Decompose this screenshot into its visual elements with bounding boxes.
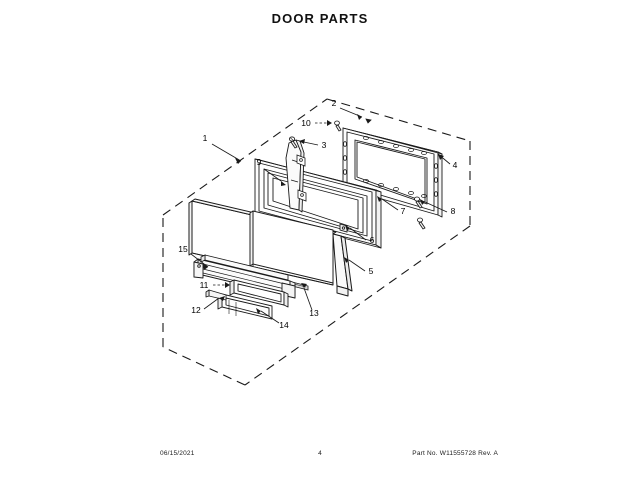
footer-page-number: 4 — [318, 450, 322, 457]
footer-date: 06/15/2021 — [160, 450, 195, 457]
leader-12 — [203, 297, 220, 310]
exploded-parts-diagram: 1 2 3 4 5 6 7 8 9 10 11 12 13 14 15 — [162, 98, 471, 386]
part-door-front-pane — [249, 210, 334, 284]
diagram-boundary — [162, 98, 471, 386]
page-footer: 06/15/2021 4 Part No. W11555728 Rev. A — [0, 448, 640, 464]
callout-label-3: 3 — [322, 140, 327, 150]
leader-14 — [260, 310, 280, 324]
part-screws-lower — [414, 196, 426, 230]
leader-8 — [424, 201, 448, 213]
callout-label-12: 12 — [191, 305, 201, 315]
callout-label-7: 7 — [401, 206, 406, 216]
part-handle-support-rod — [200, 254, 289, 281]
leader-13 — [303, 287, 313, 311]
part-door-panel-clip — [339, 223, 348, 233]
leader-5 — [348, 259, 366, 272]
callout-label-13: 13 — [309, 308, 319, 318]
callout-label-10: 10 — [301, 118, 311, 128]
callout-label-9: 9 — [257, 157, 262, 167]
part-screw-top — [334, 120, 342, 132]
callout-label-1: 1 — [203, 133, 208, 143]
footer-part-number: Part No. W11555728 Rev. A — [412, 450, 498, 457]
callout-label-11: 11 — [200, 280, 209, 290]
callout-label-6: 6 — [370, 235, 375, 245]
diagram-area: 1 2 3 4 5 6 7 8 9 10 11 12 13 14 15 — [0, 40, 640, 430]
leader-6 — [349, 227, 367, 241]
outer-frame-fastener-marks — [343, 136, 438, 198]
part-door-handle-vent-assembly — [193, 258, 296, 299]
part-screw-upper — [288, 136, 298, 149]
page-title: DOOR PARTS — [271, 11, 369, 26]
callout-label-8: 8 — [451, 206, 456, 216]
callout-label-5: 5 — [369, 266, 374, 276]
part-handle-bracket-upper — [229, 279, 289, 308]
callout-label-14: 14 — [279, 320, 289, 330]
leader-1 — [211, 143, 242, 162]
callout-label-2: 2 — [332, 98, 337, 108]
hinge-pivot-detail — [296, 154, 307, 202]
callout-arrowheads — [203, 114, 444, 314]
leader-15 — [190, 253, 209, 268]
callout-label-15: 15 — [178, 244, 188, 254]
part-outer-door-frame-top-edge — [365, 118, 372, 124]
leader-7 — [381, 198, 399, 211]
callout-label-4: 4 — [453, 160, 458, 170]
leader-9 — [263, 168, 282, 182]
